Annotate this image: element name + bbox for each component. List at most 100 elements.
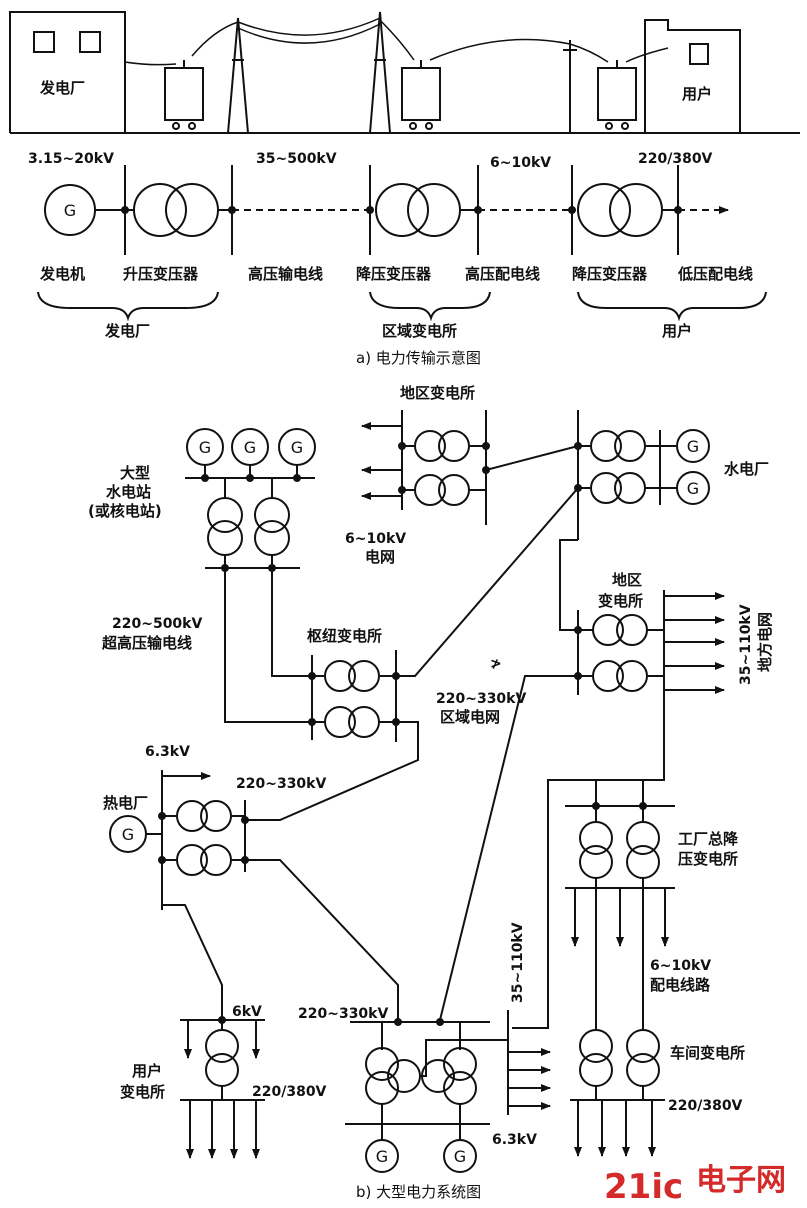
transformer-symbol [579,821,660,879]
generator-symbol [109,815,147,853]
uhv-line [271,568,312,677]
step-up-label: 升压变压器 [123,265,199,283]
transformer-symbol [592,614,648,692]
user-sub-label-1: 用户 [132,1062,162,1080]
lv-dist-line-label: 低压配电线 [677,265,753,283]
tie-line [485,445,579,471]
bottom-bus-voltage-label: 220~330kV [298,1006,388,1022]
transformer-box-icon [401,60,441,130]
workshop-voltage-label: 220/380V [668,1098,743,1114]
large-station-label-2: 水电站 [106,483,151,501]
uhv-voltage-label: 220~500kV [112,616,202,632]
transmission-tower-icon [369,11,391,134]
step-up-transformer-symbol [133,183,219,237]
svg-text:电子网: 电子网 [696,1163,786,1198]
transformer-symbol [207,497,290,556]
step-down-transformer-symbol [577,183,663,237]
outgoing-feeder [571,888,669,947]
large-station-label-1: 大型 [120,464,150,482]
outgoing-feeder [574,1100,656,1157]
svg-text:21ic: 21ic [604,1167,683,1207]
caption-a: a) 电力传输示意图 [356,349,481,367]
outgoing-feeder [664,592,725,694]
regional-grid-label: 区域电网 [440,708,500,726]
factory-sub-label-2: 压变电所 [678,850,738,868]
svg-text:G: G [122,825,134,844]
hydro-plant-label: 水电厂 [724,460,769,478]
svg-text:G: G [454,1147,466,1166]
local-grid-label: 地方电网 [756,612,774,672]
hub-substation-label: 枢纽变电所 [307,627,382,645]
outgoing-feeder [508,1048,551,1110]
voltage-6-3-bottom-label: 6.3kV [492,1132,537,1148]
tie-line [512,700,665,1029]
plant-building-label: 发电厂 [39,79,85,97]
thermal-plant-label: 热电厂 [103,794,148,812]
user-sub-label-2: 变电所 [120,1083,165,1101]
group-user-label: 用户 [662,322,692,340]
area-substation-right-label-2: 变电所 [598,592,643,610]
feeder-line [245,859,399,1020]
utility-pole-icon [563,40,577,133]
transformer-symbol [205,1029,239,1087]
svg-text:G: G [376,1147,388,1166]
transformer-symbol [324,660,380,738]
transformer-symbol [579,1029,660,1087]
hv-dist-line-label: 高压配电线 [465,265,540,283]
generator-symbol [676,429,710,505]
uhv-line-label: 超高压输电线 [101,634,192,652]
watermark-logo: 21ic 电子网 [604,1163,786,1207]
regional-line [245,721,419,821]
thermal-voltage-label: 220~330kV [236,776,326,792]
stray-mark: ≯ [490,656,502,672]
user-building [644,19,741,133]
transformer-box-icon [597,60,637,130]
user-voltage-label: 220/380V [252,1084,327,1100]
dist-voltage-label: 6~10kV [490,155,551,171]
svg-text:G: G [199,438,211,457]
hv-line-label: 高压输电线 [248,265,323,283]
step-down-transformer-symbol [375,183,461,237]
user-bracket [577,291,767,322]
svg-text:G: G [687,437,699,456]
svg-text:G: G [687,479,699,498]
vertical-voltage-label: 35~110kV [510,922,526,1003]
plant-bracket [37,291,219,322]
area-substation-right-label-1: 地区 [612,571,642,589]
tie-line [559,539,578,631]
workshop-sub-label: 车间变电所 [670,1044,745,1062]
hv-voltage-label: 35~500kV [256,151,337,167]
substation-bracket [369,291,491,322]
user-building-label: 用户 [682,85,712,103]
feeder-line [162,904,223,1020]
transformer-symbol [414,430,470,506]
factory-sub-label-1: 工厂总降 [678,830,739,848]
outgoing-feeder [361,422,402,500]
grid-voltage-label: 6~10kV [345,531,406,547]
plant-building [9,11,126,133]
svg-text:G: G [291,438,303,457]
caption-b: b) 大型电力系统图 [356,1183,481,1201]
transformer-symbol [176,800,232,876]
area-substation-top-label: 地区变电所 [400,384,475,402]
outgoing-feeder [186,1100,260,1159]
regional-line [439,675,578,1021]
transformer-box-icon [164,60,204,130]
overhead-wire [124,17,669,66]
regional-line [396,487,579,677]
grid-label: 电网 [365,548,395,566]
group-substation-label: 区域变电所 [382,322,457,340]
step-down-2-label: 降压变压器 [572,265,648,283]
voltage-6-3-top-label: 6.3kV [145,744,190,760]
generator-label: 发电机 [39,265,85,283]
user-6kv-label: 6kV [232,1004,262,1020]
generator-symbol [365,1139,477,1173]
user-voltage-label: 220/380V [638,151,713,167]
transmission-tower-icon [227,17,249,134]
large-station-label-3: (或核电站) [88,502,162,520]
gen-voltage-label: 3.15~20kV [28,151,114,167]
transformer-symbol [590,430,646,504]
uhv-line [224,568,312,723]
step-down-1-label: 降压变压器 [356,265,432,283]
